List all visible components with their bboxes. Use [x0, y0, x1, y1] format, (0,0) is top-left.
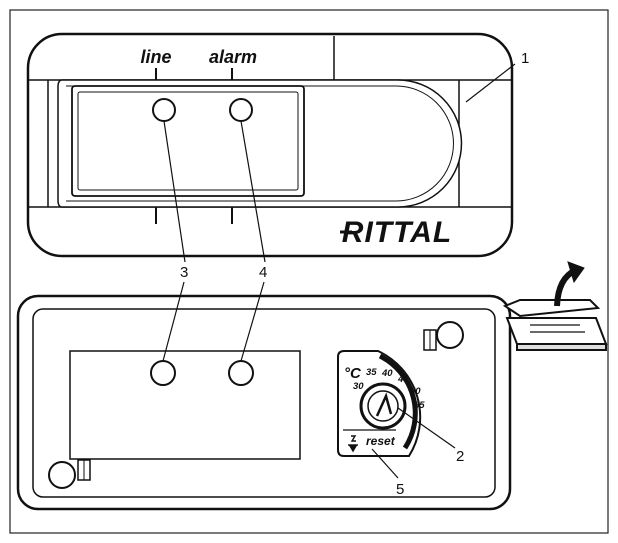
svg-text:RITTAL: RITTAL — [342, 216, 452, 249]
cover-open-lid — [502, 299, 601, 318]
scale-40: 40 — [381, 368, 393, 379]
front-panel-cover-inner — [66, 85, 454, 202]
cover-open-detail — [502, 261, 608, 351]
thermostat-arc — [378, 353, 418, 450]
scale-50: 50 — [410, 386, 421, 397]
scale-30: 30 — [353, 381, 364, 392]
inner-led-board — [69, 350, 301, 460]
alarm-label: alarm — [209, 47, 257, 67]
inner-alarm-led — [228, 360, 254, 386]
cover-open-front — [516, 343, 607, 351]
leader-3-bottom — [162, 281, 185, 362]
temperature-unit: °C — [344, 365, 362, 382]
dial-pointer-icon — [375, 392, 393, 417]
inner-panel-recess — [32, 308, 496, 498]
leader-4-bottom — [240, 281, 265, 362]
inner-panel-body — [16, 294, 512, 511]
callout-2: 2 — [456, 448, 464, 465]
inner-panel — [16, 294, 512, 511]
line-led — [152, 98, 176, 122]
rittal-logo: RITTAL — [340, 216, 452, 249]
alarm-led — [229, 98, 253, 122]
thermostat-dial-inner — [367, 390, 399, 422]
leader-3-top — [163, 120, 186, 263]
leader-2 — [397, 407, 456, 449]
inner-line-led — [150, 360, 176, 386]
leader-5 — [371, 448, 399, 479]
scale-35: 35 — [366, 367, 377, 378]
scale-55: 55 — [414, 400, 425, 411]
line-label: line — [140, 47, 171, 67]
callout-4: 4 — [259, 264, 267, 281]
screw-bottom-left — [48, 459, 91, 489]
callout-1: 1 — [521, 50, 529, 67]
leader-1 — [465, 63, 516, 103]
callout-leaders — [162, 63, 516, 479]
screw-top-right — [423, 321, 464, 351]
front-panel — [26, 32, 514, 258]
cover-open-base — [505, 317, 608, 345]
led-window-inner — [77, 91, 299, 191]
scale-45: 45 — [397, 374, 409, 385]
reset-label: reset — [366, 434, 396, 448]
leader-4-top — [240, 120, 266, 263]
callout-5: 5 — [396, 481, 404, 498]
led-window — [71, 85, 305, 197]
callout-3: 3 — [180, 264, 188, 281]
reset-warning-icon — [348, 435, 358, 453]
